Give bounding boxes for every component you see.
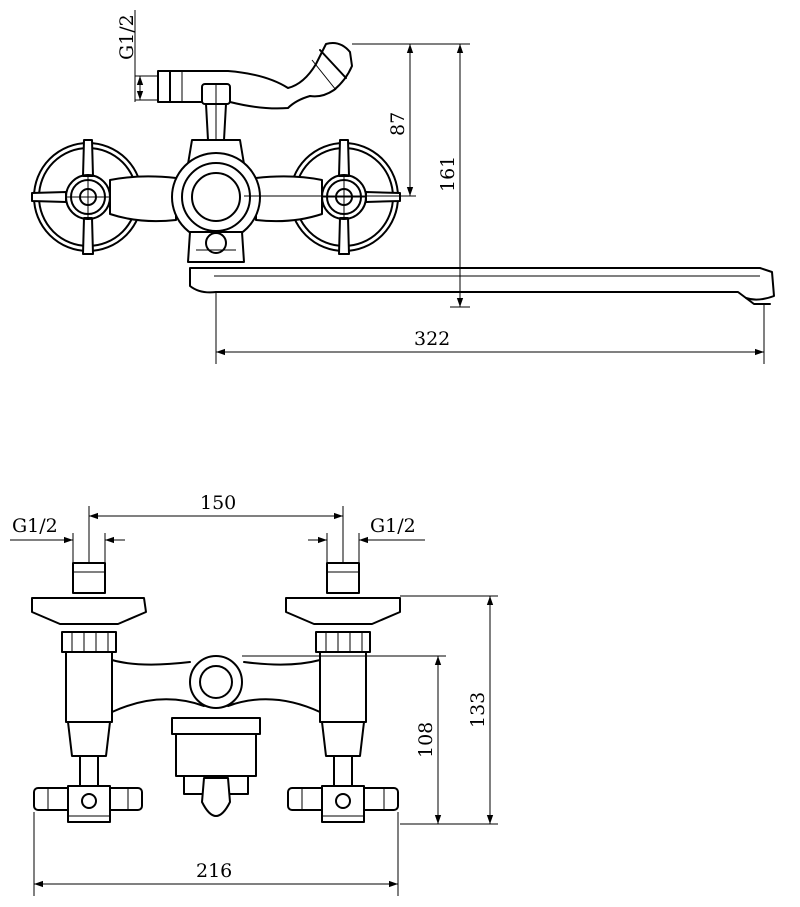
left-inlet-assembly xyxy=(31,562,147,823)
right-inlet-assembly xyxy=(285,562,401,823)
spout xyxy=(189,267,775,305)
dim-161-label: 161 xyxy=(437,156,459,192)
dimension-133: 133 xyxy=(400,595,498,825)
dimension-322: 322 xyxy=(215,292,765,364)
shower-outlet xyxy=(157,42,353,110)
dim-108-label: 108 xyxy=(415,722,437,758)
thread-label-left: G1/2 xyxy=(12,515,58,537)
dim-216-label: 216 xyxy=(196,860,232,882)
thread-label-top: G1/2 xyxy=(116,14,138,60)
left-cross-handle xyxy=(31,139,145,255)
thread-label-right: G1/2 xyxy=(370,515,416,537)
dimension-thread-top: G1/2 xyxy=(116,10,158,102)
dimension-161: 161 xyxy=(437,44,470,308)
dimension-thread-left: G1/2 xyxy=(10,515,125,563)
front-view: 150 G1/2 G1/2 133 xyxy=(10,492,498,896)
dim-87-label: 87 xyxy=(387,112,409,136)
top-view: G1/2 87 161 322 xyxy=(31,10,775,364)
dim-133-label: 133 xyxy=(467,692,489,728)
dimension-108: 108 xyxy=(242,655,446,824)
mixer-body xyxy=(109,139,323,263)
dim-322-label: 322 xyxy=(414,328,450,350)
dimension-87: 87 xyxy=(244,43,470,197)
diverter-lever xyxy=(201,83,231,141)
center-body xyxy=(111,655,321,817)
dimension-thread-right: G1/2 xyxy=(308,515,425,563)
dim-150-label: 150 xyxy=(200,492,236,514)
dimension-216: 216 xyxy=(33,812,399,896)
dimension-150: 150 xyxy=(88,492,344,563)
